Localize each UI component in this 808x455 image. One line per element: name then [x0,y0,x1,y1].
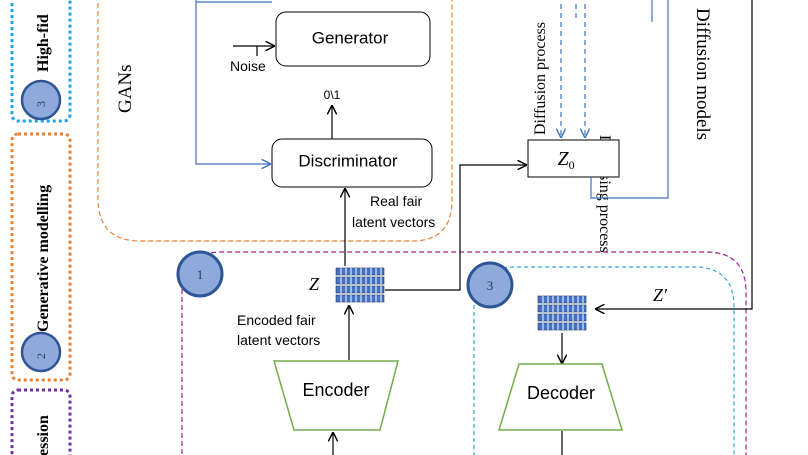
legend-label-generative: Generative modelling [35,185,52,332]
decoder-region-boundary [473,266,735,455]
gans-boundary [97,0,453,242]
z-label: Z [309,274,320,294]
discriminator-box [271,138,433,188]
badge-3 [466,261,514,309]
real-vectors-label-2: latent vectors [352,214,435,230]
encoder-region-boundary [181,251,747,455]
legend-strip: High-fid 3 Generative modelling 2 ession [10,0,72,455]
decoder-label: Decoder [527,383,595,403]
legend-label-regression: ession [35,415,52,455]
encoded-vectors-label-1: Encoded fair [237,312,316,328]
generator-box [275,11,431,67]
gans-region: GANs Generator Noise 0\1 Discriminator R… [97,0,453,242]
diffusion-region: Diffusion process Denoising process Diff… [527,0,713,253]
badge-1 [176,250,224,298]
legend-badge-2 [20,331,62,373]
diffusion-title: Diffusion models [692,8,713,140]
discriminator-label: Discriminator [298,151,398,170]
gans-title: GANs [115,64,136,113]
z0-box [527,139,620,178]
generator-label: Generator [312,28,389,47]
legend-label-high-fidelity: High-fid [35,14,52,72]
encoder-shape [273,360,399,431]
diffusion-loop [590,0,669,199]
z-prime-label: Z′ [653,285,668,305]
gan-output-label: 0\1 [324,88,341,102]
encoder-label: Encoder [302,380,369,400]
diffusion-to-z-prime-arrow [596,0,753,309]
z0-label: Z0 [557,148,574,172]
z-to-z0-arrow [385,165,526,291]
badge-1-number: 1 [197,267,204,282]
legend-badge-2-number: 2 [34,353,48,359]
diffusion-process-label: Diffusion process [532,22,549,135]
real-vectors-label-1: Real fair [370,193,422,209]
autoencoder-region: 1 3 Z Encoded fair latent vectors Encode… [176,0,753,455]
legend-box-generative [10,132,72,382]
noise-label: Noise [230,58,266,74]
z-prime-latent-stack [537,295,587,331]
legend-badge-3-number: 3 [34,101,48,107]
encoded-vectors-label-2: latent vectors [237,332,320,348]
legend-box-high-fidelity [10,0,72,123]
z-latent-stack [335,267,385,303]
legend-badge-3 [20,79,62,121]
badge-3-number: 3 [487,278,494,293]
decoder-shape [497,363,624,431]
gan-feedback-line [195,0,270,164]
